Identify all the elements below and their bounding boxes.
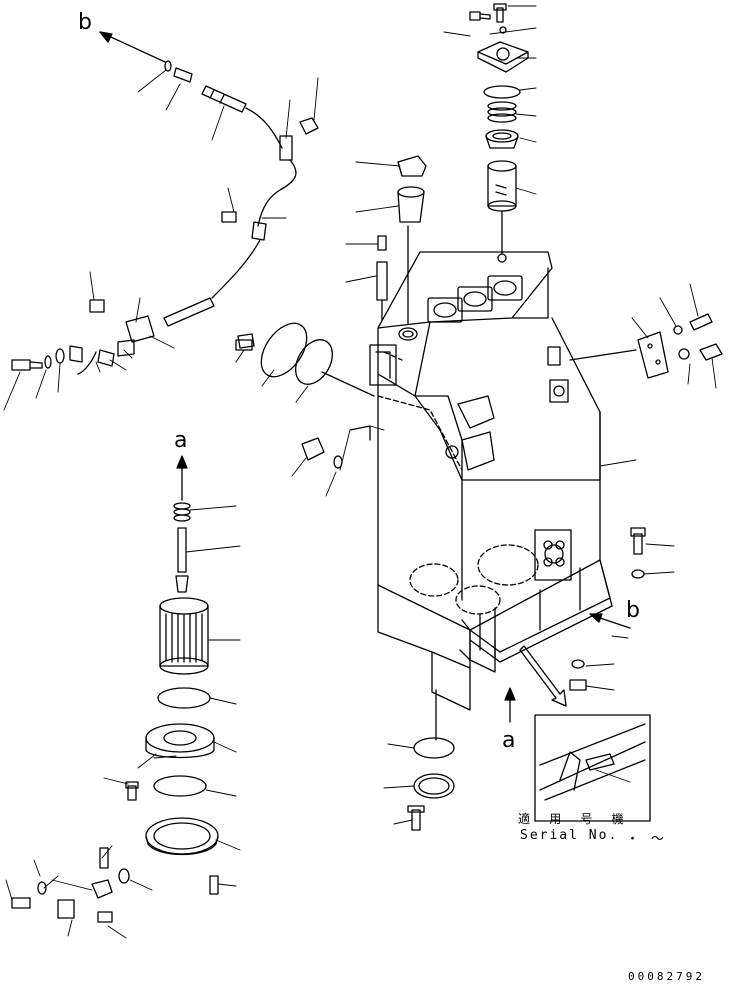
serial-number-label: Serial No. <box>520 828 619 843</box>
hydraulic-tank-body <box>369 251 613 711</box>
suction-strainer-stack <box>11 455 219 923</box>
serial-title: 適 用 号 機 <box>518 812 630 826</box>
callout-a-left: a <box>174 428 188 453</box>
level-gauge-assembly <box>376 155 427 325</box>
side-bolt-set <box>237 333 255 349</box>
tank-mount-bracket <box>459 629 496 673</box>
callout-a-bottom: a <box>502 728 516 753</box>
cover-plate-bolts <box>569 313 723 379</box>
callout-b-right: b <box>626 598 640 623</box>
breather-filter-stack <box>469 3 529 263</box>
callout-b-top: b <box>78 10 92 35</box>
bottom-cover-parts <box>407 527 646 831</box>
document-number: 00082792 <box>628 970 705 983</box>
drain-hose-assembly <box>11 31 375 469</box>
leader-lines <box>3 5 717 939</box>
detail-inset-frame <box>534 714 651 822</box>
serial-range-tilde: ・ ～ <box>626 832 666 847</box>
